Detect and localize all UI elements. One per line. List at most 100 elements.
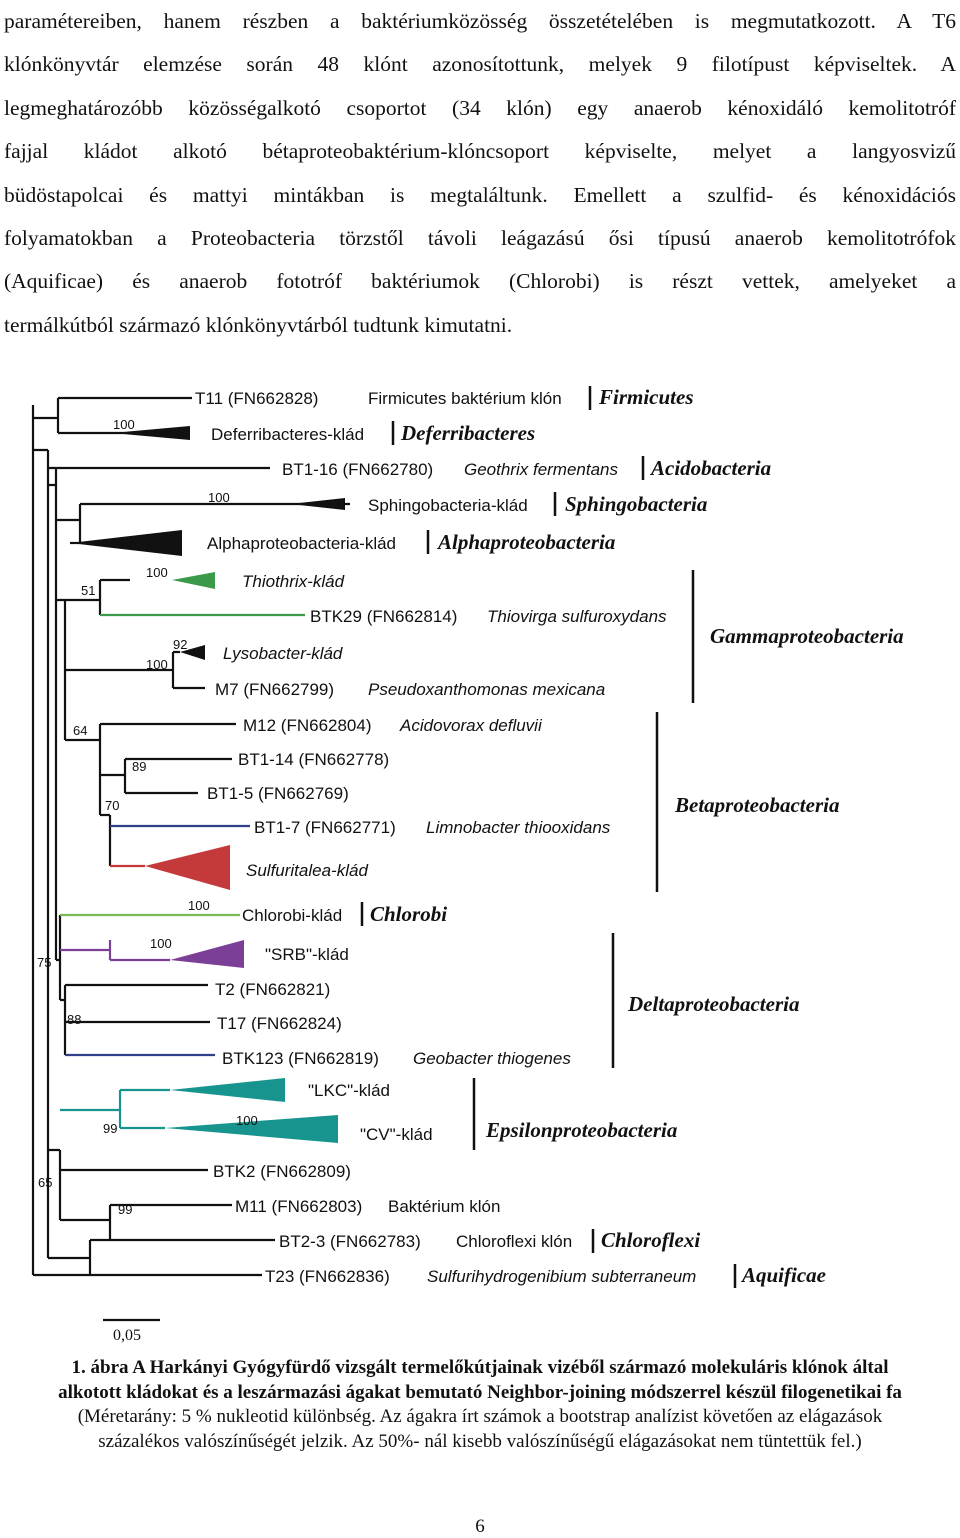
group-label: Sphingobacteria [565,492,707,516]
group-label: Alphaproteobacteria [436,530,615,554]
leaf-label: Sulfuritalea-klád [246,861,368,880]
leaf-label: Lysobacter-klád [223,644,343,663]
leaf-label: BTK123 (FN662819) [222,1049,379,1068]
caption-note-line: (Méretarány: 5 % nukleotid különbség. Az… [77,1406,883,1427]
leaf-label: Thiothrix-klád [242,572,345,591]
leaf-label: T23 (FN662836) [265,1267,390,1286]
bootstrap-value: 70 [105,798,119,813]
leaf-label: "CV"-klád [360,1125,433,1144]
leaf-description: Sulfurihydrogenibium subterraneum [427,1267,696,1286]
bootstrap-value: 99 [118,1202,132,1217]
paragraph-line: (Aquificae) és anaerob fototróf baktériu… [4,269,956,294]
bootstrap-value: 64 [73,723,87,738]
clade-triangle [70,530,182,556]
clade-triangle [112,426,190,440]
tree-branch [33,448,50,1258]
group-label: Chlorobi [370,902,447,926]
paragraph-line: termálkútból származó klónkönyvtárból tu… [4,312,513,337]
leaf-label: BT1-16 (FN662780) [282,460,433,479]
group-label: Epsilonproteobacteria [485,1118,677,1142]
leaf-description: Thiovirga sulfuroxydans [487,607,667,626]
leaf-description: Geobacter thiogenes [413,1049,571,1068]
tree-branch [33,396,192,435]
paragraph-line: folyamatokban a Proteobacteria törzstől … [4,226,956,251]
leaf-label: Deferribacteres-klád [211,425,364,444]
tree-branch [48,468,350,543]
caption-title-line: 1. ábra A Harkányi Gyógyfürdő vizsgált t… [71,1357,889,1378]
clade-triangle [180,645,205,660]
clade-triangle [145,845,230,890]
bootstrap-value: 100 [150,936,172,951]
leaf-description: Firmicutes baktérium klón [368,389,562,408]
leaf-label: BT1-14 (FN662778) [238,750,389,769]
paragraph-line: paramétereiben, hanem részben a baktériu… [4,9,956,33]
tree-branch [65,650,180,688]
scale-label: 0,05 [113,1327,141,1344]
bootstrap-value: 92 [173,637,187,652]
leaf-label: Chlorobi-klád [242,906,342,925]
leaf-label: "SRB"-klád [265,945,349,964]
tree-branch [60,985,67,1055]
bootstrap-value: 100 [113,417,135,432]
bootstrap-value: 100 [146,565,168,580]
tree-branch [65,580,102,615]
tree-branch [100,813,112,866]
paragraph-line: legmeghatározóbb közösségalkotó csoporto… [4,95,956,120]
clade-triangle [165,1115,338,1143]
body-paragraph: paramétereiben, hanem részben a baktériu… [4,0,956,347]
bootstrap-value: 100 [208,490,230,505]
bootstrap-value: 100 [146,657,168,672]
leaf-label: T17 (FN662824) [217,1014,342,1033]
leaf-label: M12 (FN662804) [243,716,372,735]
group-label: Firmicutes [598,385,694,409]
leaf-description: Baktérium klón [388,1197,500,1216]
clade-triangle [170,1078,285,1102]
bootstrap-value: 65 [38,1175,52,1190]
phylogenetic-tree: T11 (FN662828) Firmicutes baktérium klón… [31,385,904,1344]
leaf-label: Alphaproteobacteria-klád [207,534,396,553]
tree-branch [65,983,210,1024]
tree-branch [56,915,62,1000]
bootstrap-value: 89 [132,759,146,774]
leaf-label: T2 (FN662821) [215,980,330,999]
group-label: Deferribacteres [400,421,535,445]
page-number: 6 [475,1516,485,1537]
bootstrap-value: 99 [103,1121,117,1136]
leaf-label: M11 (FN662803) [235,1197,362,1216]
leaf-label: BT1-5 (FN662769) [207,784,349,803]
leaf-description: Limnobacter thiooxidans [426,818,611,837]
leaf-label: BTK2 (FN662809) [213,1162,351,1181]
tree-branch [100,757,232,795]
leaf-label: Sphingobacteria-klád [368,496,528,515]
tree-branch [60,1203,232,1240]
leaf-description: Geothrix fermentans [464,460,619,479]
leaf-description: Chloroflexi klón [456,1232,572,1251]
bootstrap-value: 75 [37,955,51,970]
leaf-description: Pseudoxanthomonas mexicana [368,680,605,699]
leaf-label: BT1-7 (FN662771) [254,818,396,837]
clade-triangle [290,498,345,510]
group-label: Chloroflexi [601,1228,700,1252]
tree-branch [60,940,170,962]
caption-note-line: százalékos valószínűségét jelzik. Az 50%… [98,1430,862,1452]
figure-caption: 1. ábra A Harkányi Gyógyfürdő vizsgált t… [0,1356,960,1454]
clade-triangle [170,940,244,968]
bootstrap-value: 88 [67,1012,81,1027]
leaf-label: "LKC"-klád [308,1081,390,1100]
leaf-label: BTK29 (FN662814) [310,607,457,626]
group-label: Deltaproteobacteria [627,992,799,1016]
group-label: Betaproteobacteria [674,793,839,817]
leaf-description: Acidovorax defluvii [399,716,543,735]
paragraph-line: klónkönyvtár elemzése során 48 klónt azo… [4,52,956,77]
paragraph-line: fajjal kládot alkotó bétaproteobaktérium… [4,139,956,164]
group-label: Acidobacteria [649,456,771,480]
tree-branch [65,722,236,815]
bootstrap-value: 51 [81,583,95,598]
group-label: Aquificae [740,1263,826,1287]
tree-branch [56,598,67,740]
tree-branch [48,1238,275,1277]
group-label: Gammaproteobacteria [710,624,904,648]
bootstrap-value: 100 [236,1113,258,1128]
clade-triangle [172,572,215,589]
leaf-label: M7 (FN662799) [215,680,334,699]
